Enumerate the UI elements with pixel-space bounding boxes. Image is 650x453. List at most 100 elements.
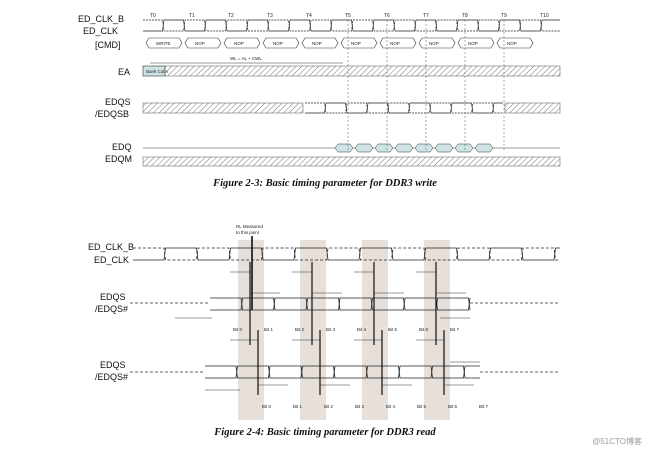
write-tick-label: T2 <box>228 13 234 19</box>
read-signal-label: EDQS <box>100 360 126 370</box>
write-tick-label: T5 <box>345 13 351 19</box>
write-tick-label: T6 <box>384 13 390 19</box>
write-tick-label: T1 <box>189 13 195 19</box>
bit-label: Bit 0 <box>233 327 243 332</box>
command-box <box>379 37 417 49</box>
write-signal-label: ED_CLK <box>83 26 118 36</box>
read-figure-caption: Figure 2-4: Basic timing parameter for D… <box>214 427 436 438</box>
write-figure-caption: Figure 2-3: Basic timing parameter for D… <box>213 178 437 189</box>
write-signal-label: /EDQSB <box>95 109 129 119</box>
command-box <box>340 37 378 49</box>
command-label: NOP <box>273 41 283 46</box>
bit-label: Bit 6 <box>419 327 429 332</box>
read-timing-arrows <box>175 262 480 395</box>
bit-label: Bit 0 <box>262 404 272 409</box>
data-eye <box>474 143 494 153</box>
write-signal-label: [CMD] <box>95 40 121 50</box>
command-box <box>418 37 456 49</box>
data-eye <box>414 143 434 153</box>
write-signal-label: EDQM <box>105 154 132 164</box>
dqs-line <box>205 365 480 379</box>
edqs-dont-care-right <box>504 102 561 114</box>
command-box <box>457 37 495 49</box>
bit-label: Bit 2 <box>324 404 334 409</box>
ea-dont-care <box>164 65 561 77</box>
bit-label: Bit 7 <box>450 327 460 332</box>
write-tick-label: T10 <box>540 13 549 19</box>
write-tick-label: T3 <box>267 13 273 19</box>
write-signal-label: EA <box>118 67 130 77</box>
write-diagram: ED_CLK_B ED_CLK [CMD] EA EDQS /EDQSB EDQ… <box>78 13 561 167</box>
read-clock-waveform <box>133 247 560 261</box>
read-shade-col <box>300 240 326 420</box>
edqm-dont-care <box>142 156 561 167</box>
write-tick-label: T9 <box>501 13 507 19</box>
command-box <box>184 37 222 49</box>
watermark: @51CTO博客 <box>592 437 642 446</box>
read-signal-label: ED_CLK_B <box>88 242 134 252</box>
read-signal-label: /EDQS# <box>95 304 128 314</box>
read-signal-label: EDQS <box>100 292 126 302</box>
data-eye <box>454 143 474 153</box>
bit-label: Bit 4 <box>386 404 396 409</box>
write-tick-label: T4 <box>306 13 312 19</box>
bit-label: Bit 1 <box>264 327 274 332</box>
dqs-line <box>305 102 503 114</box>
read-shade-col <box>424 240 450 420</box>
rl-note-line: to this point <box>236 230 260 235</box>
read-shade-col <box>362 240 388 420</box>
bit-label: Bit 6 <box>448 404 458 409</box>
command-label: NOP <box>507 41 517 46</box>
command-box <box>301 37 339 49</box>
dqs-b-line <box>305 102 503 114</box>
bit-label: Bit 5 <box>417 404 427 409</box>
read-shade-col <box>238 240 264 420</box>
command-label: WRITE <box>156 41 171 46</box>
write-clock-waveform <box>143 19 560 32</box>
write-signal-label: ED_CLK_B <box>78 14 124 24</box>
edqs-waveform <box>305 102 503 114</box>
data-eye <box>354 143 374 153</box>
command-label: NOP <box>234 41 244 46</box>
command-label: NOP <box>429 41 439 46</box>
wl-label: WL = AL + CWL <box>230 56 262 61</box>
write-tick-label: T0 <box>150 13 156 19</box>
edqs-dont-care-left <box>142 102 304 114</box>
command-label: NOP <box>312 41 322 46</box>
dqs-b-line <box>205 365 480 379</box>
ea-label: Bank Col n <box>146 69 169 74</box>
command-box <box>145 37 183 49</box>
rl-note-line: RL Measured <box>236 224 263 229</box>
write-signal-label: EDQS <box>105 97 131 107</box>
edq-data-eyes <box>334 143 494 153</box>
read-diagram: ED_CLK_B ED_CLK EDQS /EDQS# EDQS /EDQS# … <box>88 224 560 420</box>
bit-label: Bit 5 <box>388 327 398 332</box>
write-tick-label: T8 <box>462 13 468 19</box>
bit-label: Bit 3 <box>326 327 336 332</box>
command-label: NOP <box>390 41 400 46</box>
clock-b-line <box>133 247 560 261</box>
clock-b-line <box>143 19 560 32</box>
bit-label: Bit 3 <box>355 404 365 409</box>
read-edqs-waveform-min <box>130 297 560 311</box>
bit-label: Bit 2 <box>295 327 305 332</box>
data-eye <box>374 143 394 153</box>
command-box <box>496 37 534 49</box>
bit-label: Bit 7 <box>479 404 489 409</box>
data-eye <box>394 143 414 153</box>
read-edqs-waveform-max <box>130 365 560 379</box>
data-eye <box>434 143 454 153</box>
command-box <box>223 37 261 49</box>
command-label: NOP <box>195 41 205 46</box>
command-label: NOP <box>468 41 478 46</box>
write-signal-label: EDQ <box>112 142 132 152</box>
read-signal-label: /EDQS# <box>95 372 128 382</box>
command-box <box>262 37 300 49</box>
write-reference-lines <box>347 20 505 150</box>
read-signal-label: ED_CLK <box>94 255 129 265</box>
